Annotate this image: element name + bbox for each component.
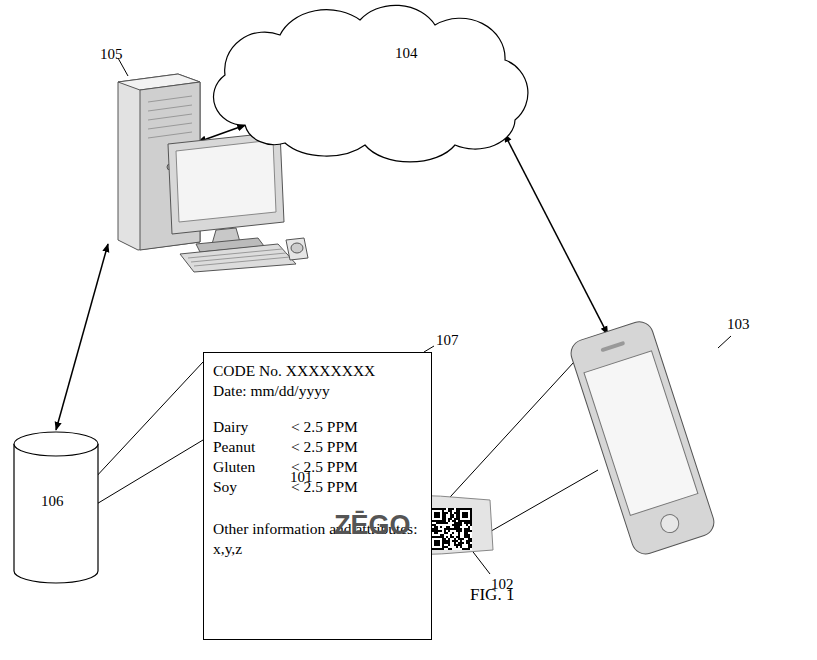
network-cloud: 104	[185, 5, 540, 155]
table-cell: < 2.5 PPM	[291, 417, 423, 437]
smartphone: 103	[555, 320, 725, 560]
zoom-line	[440, 362, 574, 508]
leader-line	[718, 336, 731, 348]
double-arrow	[505, 134, 608, 334]
figure-caption: FIG. 1	[470, 585, 514, 605]
brand-text: ZĒGO	[334, 510, 411, 541]
callout-number: 101	[290, 469, 313, 486]
callout-number: 106	[41, 493, 64, 510]
database-cylinder: 106	[12, 430, 100, 585]
record-text: CODE No. XXXXXXXX	[213, 361, 423, 381]
table-cell: Soy	[213, 477, 291, 497]
data-record-box: CODE No. XXXXXXXXDate: mm/dd/yyyyDairy< …	[203, 352, 432, 640]
network-cloud-art	[185, 5, 540, 155]
table-cell: Dairy	[213, 417, 291, 437]
record-text: Date: mm/dd/yyyy	[213, 381, 423, 401]
table-cell: Gluten	[213, 457, 291, 477]
callout-number: 103	[727, 316, 750, 333]
double-arrow	[56, 244, 108, 430]
callout-number: 107	[436, 332, 459, 349]
smartphone-art	[555, 320, 725, 560]
callout-number: 104	[395, 45, 418, 62]
callout-number: 105	[100, 46, 123, 63]
table-cell: Peanut	[213, 437, 291, 457]
table-cell: < 2.5 PPM	[291, 437, 423, 457]
